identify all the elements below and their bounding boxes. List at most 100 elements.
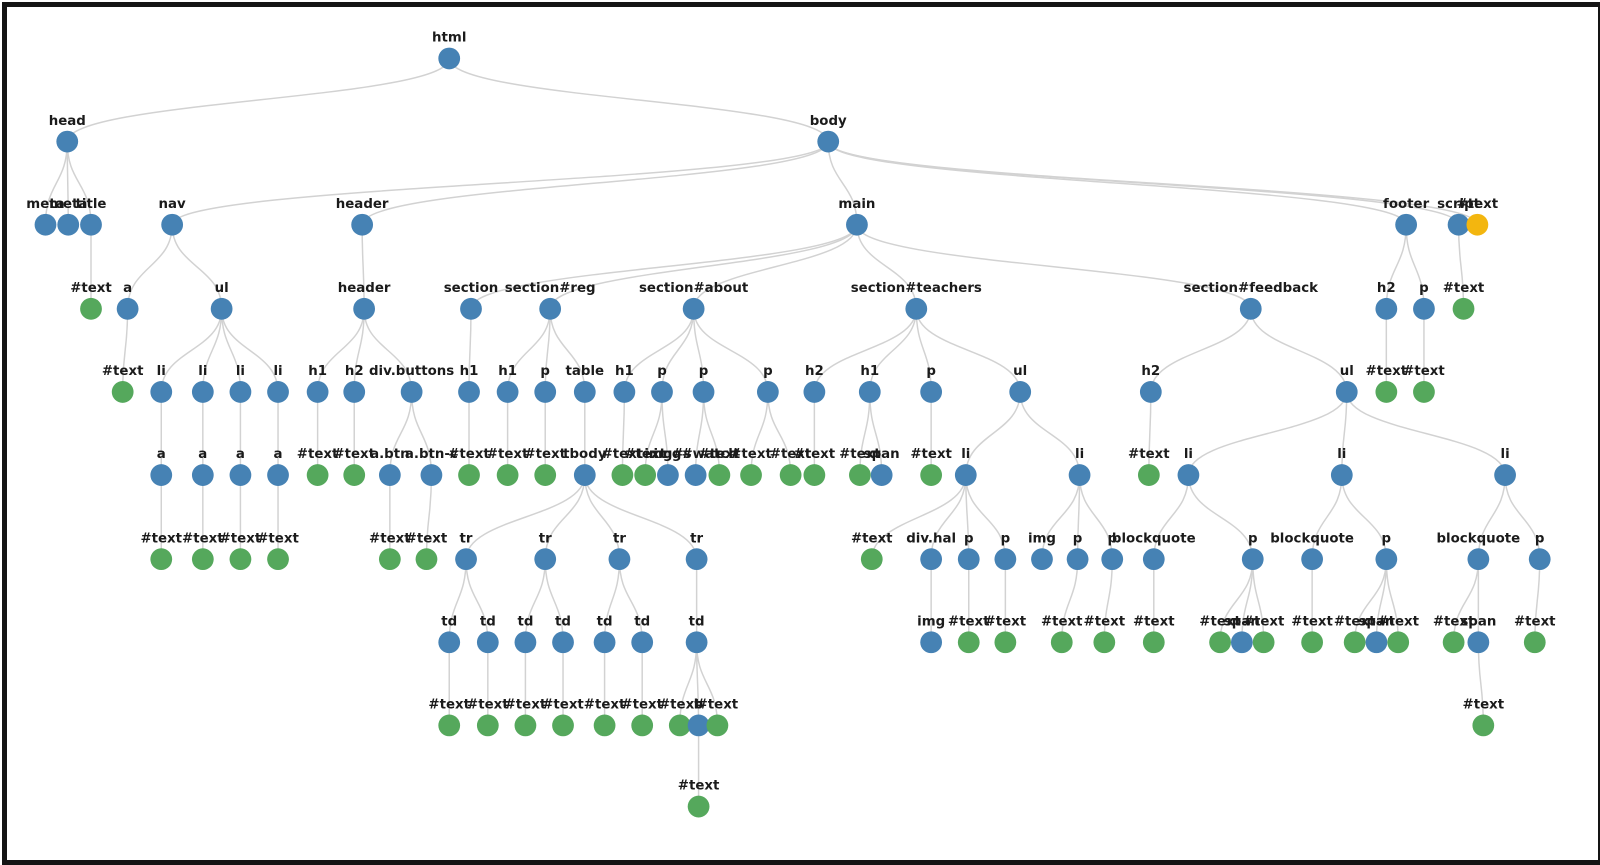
tree-node-a2_text-text-node[interactable]: [191, 548, 214, 571]
tree-node-td1-element-node[interactable]: [438, 631, 461, 654]
tree-node-nav_a_text-text-node[interactable]: [111, 381, 134, 403]
tree-node-p_t2a_text-text-node[interactable]: [1050, 631, 1073, 654]
tree-node-li_t1-element-node[interactable]: [954, 464, 977, 486]
tree-node-a_btn_c_text-text-node[interactable]: [415, 548, 438, 571]
tree-node-a1-element-node[interactable]: [150, 464, 173, 486]
tree-node-teach_h1_span-element-node[interactable]: [870, 464, 893, 486]
tree-node-about_p3_text2-text-node[interactable]: [779, 464, 802, 486]
tree-node-td7_text1-text-node[interactable]: [668, 714, 691, 737]
tree-node-about_h1_text-text-node[interactable]: [611, 464, 634, 486]
tree-node-a_btn-element-node[interactable]: [378, 464, 401, 486]
tree-node-td1_text-text-node[interactable]: [438, 714, 461, 737]
tree-node-li1-element-node[interactable]: [150, 381, 173, 403]
tree-node-sec_teachers-element-node[interactable]: [905, 297, 928, 320]
tree-node-html-element-node[interactable]: [438, 47, 461, 70]
tree-node-td4-element-node[interactable]: [552, 631, 574, 654]
tree-node-reg_p-element-node[interactable]: [534, 381, 557, 403]
tree-node-title-element-node[interactable]: [80, 213, 102, 236]
tree-node-li_t2-element-node[interactable]: [1068, 464, 1091, 486]
tree-node-about_p3-element-node[interactable]: [756, 381, 779, 403]
tree-node-p_t2a-element-node[interactable]: [1066, 548, 1089, 571]
tree-node-td6_text-text-node[interactable]: [631, 714, 654, 737]
tree-node-li2-element-node[interactable]: [191, 381, 214, 403]
tree-node-p_t2b_text-text-node[interactable]: [1093, 631, 1116, 654]
tree-node-main-element-node[interactable]: [846, 213, 868, 236]
tree-node-intro_h1_text-text-node[interactable]: [458, 464, 480, 486]
tree-node-p_f2_t1-text-node[interactable]: [1343, 631, 1366, 654]
tree-node-hdr_h2_text-text-node[interactable]: [343, 464, 366, 486]
tree-node-a4-element-node[interactable]: [267, 464, 289, 486]
tree-node-td3_text-text-node[interactable]: [514, 714, 537, 737]
tree-node-img_hal-element-node[interactable]: [920, 631, 943, 654]
tree-node-p_f3-element-node[interactable]: [1528, 548, 1551, 571]
tree-node-td2-element-node[interactable]: [476, 631, 499, 654]
tree-node-fb_h2-element-node[interactable]: [1139, 381, 1162, 403]
tree-node-about_p2-element-node[interactable]: [692, 381, 715, 403]
tree-node-a3_text-text-node[interactable]: [229, 548, 252, 571]
tree-node-meta1-element-node[interactable]: [34, 213, 57, 236]
tree-node-hdr_h2-element-node[interactable]: [343, 381, 366, 403]
tree-node-footer-element-node[interactable]: [1395, 213, 1418, 236]
tree-node-teach_ul-element-node[interactable]: [1009, 381, 1032, 403]
tree-node-meta2-element-node[interactable]: [57, 213, 80, 236]
tree-node-sec_intro-element-node[interactable]: [460, 297, 482, 320]
tree-node-p_t1a_text-text-node[interactable]: [957, 631, 980, 654]
tree-node-td7_text2-text-node[interactable]: [706, 714, 729, 737]
tree-node-li3-element-node[interactable]: [229, 381, 252, 403]
tree-node-td7-element-node[interactable]: [685, 631, 708, 654]
tree-node-img_t2-element-node[interactable]: [1031, 548, 1053, 571]
tree-node-p_t2b-element-node[interactable]: [1101, 548, 1124, 571]
tree-node-a_btn_c-element-node[interactable]: [420, 464, 443, 486]
tree-node-bq2_text-text-node[interactable]: [1301, 631, 1324, 654]
tree-node-fb_h2_text-text-node[interactable]: [1137, 464, 1160, 486]
tree-node-about_h1-element-node[interactable]: [613, 381, 636, 403]
tree-node-td4_text-text-node[interactable]: [552, 714, 574, 737]
tree-node-sec_feedback-element-node[interactable]: [1239, 297, 1262, 320]
tree-node-intro_h1-element-node[interactable]: [458, 381, 480, 403]
tree-node-teach_p-element-node[interactable]: [920, 381, 943, 403]
tree-node-li4-element-node[interactable]: [267, 381, 289, 403]
tree-node-head-element-node[interactable]: [56, 130, 79, 153]
tree-node-img_watch-element-node[interactable]: [684, 464, 707, 486]
tree-node-table-element-node[interactable]: [573, 381, 596, 403]
tree-node-div_hal-element-node[interactable]: [920, 548, 943, 571]
tree-node-p_f1_t2-text-node[interactable]: [1252, 631, 1275, 654]
tree-node-p_t1b_text-text-node[interactable]: [994, 631, 1017, 654]
tree-node-p_f2_t2-text-node[interactable]: [1387, 631, 1410, 654]
tree-node-p_f1_t1-text-node[interactable]: [1209, 631, 1231, 654]
tree-node-footer_h2_text-text-node[interactable]: [1375, 381, 1398, 403]
tree-node-bq3_span_text-text-node[interactable]: [1472, 714, 1495, 737]
tree-node-sec_about-element-node[interactable]: [682, 297, 705, 320]
tree-node-a_btn_text-text-node[interactable]: [378, 548, 401, 571]
tree-node-p_f2_span-element-node[interactable]: [1365, 631, 1388, 654]
tree-node-bodytext-highlighted-text-node[interactable]: [1466, 213, 1489, 236]
tree-node-tr1-element-node[interactable]: [455, 548, 477, 571]
tree-node-tr4-element-node[interactable]: [685, 548, 708, 571]
tree-node-teach_p_text-text-node[interactable]: [920, 464, 943, 486]
tree-node-img_s-element-node[interactable]: [657, 464, 679, 486]
tree-node-p_f2-element-node[interactable]: [1375, 548, 1398, 571]
tree-node-bq1-element-node[interactable]: [1142, 548, 1165, 571]
tree-node-teach_h2-element-node[interactable]: [803, 381, 826, 403]
tree-node-a4_text-text-node[interactable]: [267, 548, 289, 571]
tree-node-bq3_span-element-node[interactable]: [1467, 631, 1490, 654]
tree-node-a3-element-node[interactable]: [229, 464, 252, 486]
tree-node-p_t1a-element-node[interactable]: [957, 548, 980, 571]
tree-node-p_f1-element-node[interactable]: [1241, 548, 1264, 571]
tree-node-td5_text-text-node[interactable]: [593, 714, 616, 737]
tree-node-scripttext-text-node[interactable]: [1452, 297, 1475, 320]
tree-node-footer_h2-element-node[interactable]: [1375, 297, 1398, 320]
tree-node-td3-element-node[interactable]: [514, 631, 537, 654]
tree-node-reg_h1_text-text-node[interactable]: [496, 464, 519, 486]
tree-node-about_p1-element-node[interactable]: [651, 381, 673, 403]
tree-node-about_p1_text-text-node[interactable]: [634, 464, 657, 486]
tree-node-bq1_text-text-node[interactable]: [1142, 631, 1165, 654]
tree-node-bq3-element-node[interactable]: [1467, 548, 1490, 571]
tree-node-teach_h2_text-text-node[interactable]: [803, 464, 826, 486]
tree-node-bq2-element-node[interactable]: [1301, 548, 1324, 571]
tree-node-footer_p_text-text-node[interactable]: [1413, 381, 1435, 403]
tree-node-script-element-node[interactable]: [1447, 213, 1470, 236]
tree-node-sec_reg-element-node[interactable]: [539, 297, 562, 320]
tree-node-p_f3_text-text-node[interactable]: [1523, 631, 1546, 654]
tree-node-about_p3_text1-text-node[interactable]: [740, 464, 762, 486]
